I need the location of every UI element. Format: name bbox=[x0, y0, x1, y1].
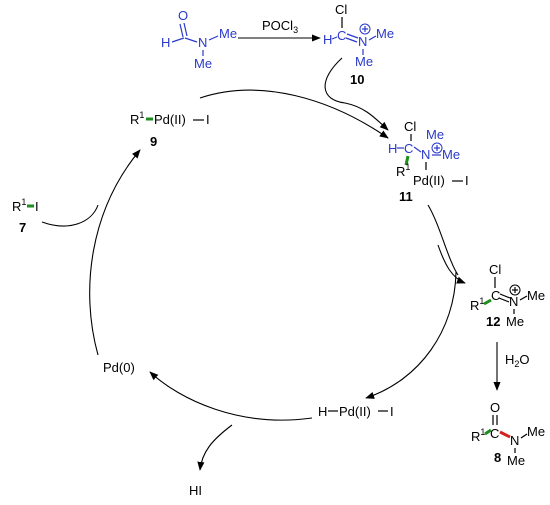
c12-carbon: C bbox=[491, 288, 500, 303]
arrow-hpdi-to-pd0 bbox=[149, 371, 313, 421]
c11-plus-charge-icon bbox=[431, 142, 443, 154]
arrow-to-hi bbox=[197, 424, 233, 471]
c10-nme-bond-1 bbox=[368, 35, 377, 41]
c10-cn-bond-2 bbox=[345, 37, 358, 43]
c12-nme-bond-1 bbox=[519, 295, 528, 301]
compound-8-number: 8 bbox=[494, 450, 501, 465]
c12-cn-bond-2 bbox=[498, 297, 510, 303]
dmf-oxygen: O bbox=[178, 8, 188, 23]
c12-methyl-2: Me bbox=[506, 314, 524, 329]
dmf-structure: O H N Me Me bbox=[161, 8, 237, 71]
hpdi-palladium: Pd(II) bbox=[339, 404, 371, 419]
c8-methyl-2: Me bbox=[507, 453, 525, 468]
c12-nitrogen: N bbox=[509, 294, 518, 309]
c10-hydrogen: H bbox=[323, 32, 332, 47]
c8-methyl-1: Me bbox=[527, 424, 545, 439]
dmf-methyl-1: Me bbox=[219, 26, 237, 41]
dmf-methyl-2: Me bbox=[194, 56, 212, 71]
c10-hc-bond bbox=[331, 36, 338, 40]
c11-carbon: C bbox=[404, 141, 413, 156]
c11-r: R1 bbox=[396, 162, 410, 179]
arrow-7-to-cycle bbox=[41, 204, 99, 227]
c7-r: R1 bbox=[12, 197, 26, 214]
c11-methyl-2: Me bbox=[442, 147, 460, 162]
c10-cn-bond-1 bbox=[346, 33, 359, 39]
compound-12-number: 12 bbox=[486, 314, 500, 329]
compound-9-number: 9 bbox=[150, 134, 157, 149]
compound-11-number: 11 bbox=[399, 189, 413, 204]
c12-cn-bond-1 bbox=[499, 293, 511, 299]
dmf-hc-bond bbox=[171, 37, 185, 43]
c8-nme-bond-1 bbox=[520, 433, 528, 439]
compound-12-structure: Cl R1 C N Me Me 12 bbox=[470, 262, 545, 329]
compound-9-structure: R1 Pd(II) I 9 bbox=[130, 110, 210, 149]
dmf-co-bond-1 bbox=[179, 23, 184, 38]
c11-chlorine: Cl bbox=[404, 119, 416, 134]
pd0-label: Pd(0) bbox=[103, 360, 135, 375]
pocl3-label: POCl3 bbox=[262, 18, 298, 35]
c10-chlorine: Cl bbox=[335, 2, 347, 17]
arrow-10-to-11 bbox=[324, 57, 389, 131]
c11-cn-bond bbox=[413, 146, 422, 153]
c11-hydrogen: H bbox=[388, 141, 397, 156]
arrow-9-to-11 bbox=[199, 89, 389, 139]
c8-green-bond bbox=[484, 428, 492, 436]
water-label: H2O bbox=[505, 352, 530, 369]
dmf-hydrogen: H bbox=[161, 35, 170, 50]
dmf-cn-bond bbox=[184, 37, 198, 43]
c10-methyl-2: Me bbox=[355, 54, 373, 69]
c11-green-bond bbox=[404, 155, 410, 166]
c10-plus-charge-icon bbox=[359, 23, 371, 35]
c12-methyl-1: Me bbox=[527, 288, 545, 303]
c9-r: R1 bbox=[130, 110, 144, 127]
hpdi-hydrogen: H bbox=[318, 404, 327, 419]
c8-oxygen: O bbox=[490, 400, 500, 415]
c10-methyl-1: Me bbox=[376, 26, 394, 41]
c11-nitrogen: N bbox=[421, 147, 430, 162]
c10-carbon: C bbox=[337, 28, 346, 43]
hpdi-structure: H Pd(II) I bbox=[318, 404, 394, 419]
dmf-co-bond-2 bbox=[183, 22, 188, 37]
c11-iodine: I bbox=[465, 173, 469, 188]
arrow-to-12 bbox=[437, 244, 466, 284]
c9-iodine: I bbox=[206, 112, 210, 127]
arrow-to-hpdi bbox=[365, 271, 457, 399]
compound-7-structure: R1 I 7 bbox=[12, 197, 39, 235]
c11-methyl-1: Me bbox=[426, 127, 444, 142]
c11-palladium: Pd(II) bbox=[413, 173, 445, 188]
c7-iodine: I bbox=[35, 199, 39, 214]
c8-nitrogen: N bbox=[510, 433, 519, 448]
c8-r: R1 bbox=[471, 427, 485, 444]
arrow-pd0-to-9 bbox=[89, 149, 141, 356]
compound-11-structure: Cl H C N Me Me R1 Pd(II) I 11 bbox=[388, 119, 469, 204]
hpdi-iodine: I bbox=[390, 404, 394, 419]
c8-carbon: C bbox=[490, 426, 499, 441]
c12-r: R1 bbox=[470, 296, 484, 313]
compound-7-number: 7 bbox=[19, 220, 26, 235]
compound-10-structure: Cl H C N Me Me 10 bbox=[323, 2, 394, 87]
c10-nitrogen: N bbox=[358, 34, 367, 49]
c12-green-bond bbox=[483, 298, 492, 306]
compound-10-number: 10 bbox=[350, 72, 364, 87]
dmf-nme-bond-1 bbox=[208, 35, 219, 41]
c9-palladium: Pd(II) bbox=[154, 112, 186, 127]
hi-label: HI bbox=[189, 483, 202, 498]
compound-8-structure: O R1 C N Me Me 8 bbox=[471, 400, 545, 468]
c12-chlorine: Cl bbox=[489, 262, 501, 277]
c8-red-bond bbox=[499, 430, 511, 439]
dmf-nitrogen: N bbox=[198, 35, 207, 50]
arrow-11-to-cycle bbox=[427, 204, 459, 276]
c12-plus-charge-icon bbox=[509, 284, 521, 296]
